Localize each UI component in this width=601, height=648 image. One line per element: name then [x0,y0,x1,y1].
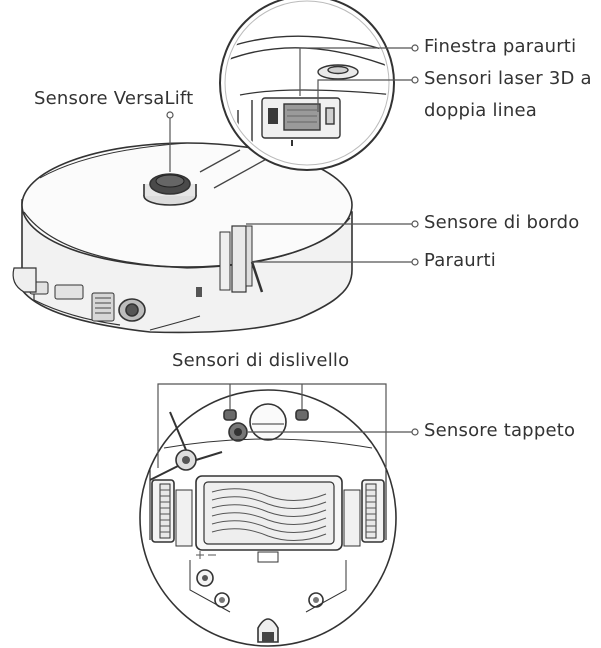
label-sensore-versalift: Sensore VersaLift [34,88,194,109]
label-sensore-tappeto: Sensore tappeto [424,420,576,441]
label-paraurti: Paraurti [424,250,496,271]
label-sensori-laser-line2: doppia linea [424,100,537,121]
label-sensori-laser-line1: Sensori laser 3D a [424,68,592,89]
label-finestra-paraurti: Finestra paraurti [424,36,577,57]
robot-bottom-view [139,389,397,647]
magnifier-view [199,0,395,189]
leader-lines [157,44,419,468]
label-sensori-di-dislivello: Sensori di dislivello [172,350,350,371]
robot-top-view [12,142,353,334]
label-sensore-di-bordo: Sensore di bordo [424,212,580,233]
